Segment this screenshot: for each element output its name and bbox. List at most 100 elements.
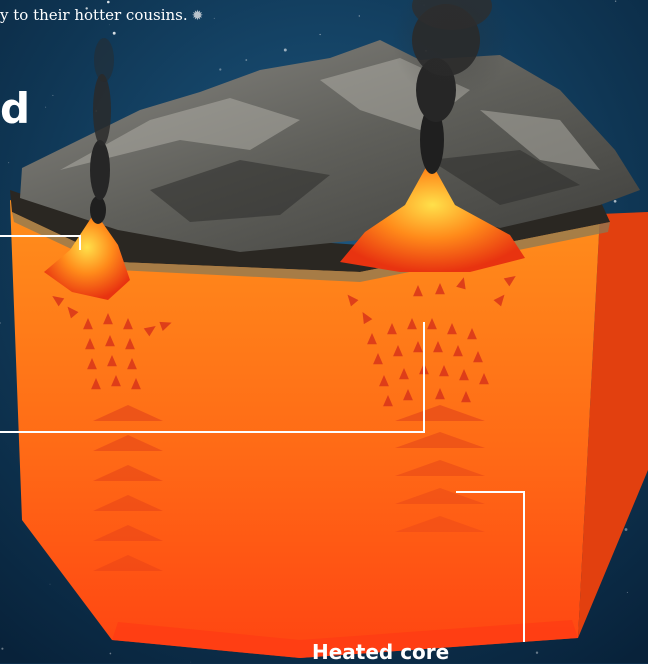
smoke-plume-right xyxy=(392,0,512,174)
convection-chevron xyxy=(395,405,485,421)
star xyxy=(190,661,192,663)
convection-chevron xyxy=(395,432,485,448)
gear-icon: ✹ xyxy=(191,8,204,24)
convection-arrow xyxy=(456,277,466,290)
heated-core-label: Heated core xyxy=(312,640,450,664)
convection-chevron xyxy=(395,488,485,504)
convection-arrow xyxy=(399,368,409,380)
convection-arrow xyxy=(439,365,449,377)
convection-arrow xyxy=(435,388,445,400)
convection-arrow xyxy=(427,318,437,330)
convection-arrow xyxy=(467,328,477,340)
convection-arrow xyxy=(459,369,469,381)
convection-arrow xyxy=(143,325,156,337)
lava-chamber-left xyxy=(44,212,130,300)
convection-arrow xyxy=(453,345,463,357)
star xyxy=(624,528,628,531)
star xyxy=(614,0,617,2)
star xyxy=(106,0,110,4)
convection-arrow xyxy=(413,285,423,297)
star xyxy=(626,591,628,593)
convection-arrow xyxy=(387,323,397,335)
convection-arrow xyxy=(107,355,117,367)
leader-line-convection xyxy=(0,322,425,433)
convection-arrow xyxy=(383,395,393,407)
convection-chevron xyxy=(93,435,163,451)
star xyxy=(8,162,10,164)
star xyxy=(109,652,112,655)
convection-arrow xyxy=(379,375,389,387)
convection-arrow xyxy=(479,373,489,385)
convection-arrow xyxy=(461,391,471,403)
mantle-block xyxy=(10,200,600,658)
convection-arrow xyxy=(123,318,133,330)
star xyxy=(112,31,116,35)
convection-arrow xyxy=(367,333,377,345)
star xyxy=(108,24,110,26)
convection-arrow xyxy=(111,375,121,387)
star xyxy=(245,59,248,61)
article-caption: y to their hotter cousins.✹ xyxy=(0,6,203,24)
convection-chevron xyxy=(93,555,163,571)
smoke-plume-left xyxy=(90,38,114,224)
star xyxy=(52,94,54,96)
convection-arrow xyxy=(493,294,505,307)
convection-arrow xyxy=(362,311,373,325)
leader-line-heated-core xyxy=(456,491,525,642)
star xyxy=(352,655,355,658)
convection-chevron xyxy=(93,465,163,481)
convection-arrow xyxy=(127,358,137,370)
convection-chevron xyxy=(93,405,163,421)
convection-arrow xyxy=(347,294,359,307)
convection-arrow xyxy=(103,313,113,325)
star xyxy=(45,106,47,108)
leader-line-lava xyxy=(0,235,81,250)
convection-arrow xyxy=(433,341,443,353)
convection-arrow xyxy=(503,275,516,287)
star xyxy=(49,583,51,585)
crust-strata-light xyxy=(12,212,610,282)
star xyxy=(283,48,287,52)
star xyxy=(535,651,539,654)
convection-arrow xyxy=(52,295,65,307)
caption-text: y to their hotter cousins. xyxy=(0,6,188,24)
ridge-shadows xyxy=(150,150,580,222)
convection-arrow xyxy=(403,389,413,401)
convection-arrow xyxy=(91,378,101,390)
convection-arrow xyxy=(131,378,141,390)
convection-arrow xyxy=(393,345,403,357)
mantle-base-glow xyxy=(112,620,578,658)
convection-arrow xyxy=(413,341,423,353)
star xyxy=(319,33,321,36)
convection-chevron xyxy=(93,495,163,511)
star xyxy=(213,17,215,19)
convection-arrow xyxy=(473,351,483,363)
heading-fragment: d xyxy=(0,84,31,133)
convection-arrow xyxy=(159,321,172,332)
convection-arrow xyxy=(105,335,115,347)
convection-arrow xyxy=(85,338,95,350)
convection-arrow xyxy=(373,353,383,365)
ridge-highlights xyxy=(60,58,600,170)
star xyxy=(14,101,17,104)
star xyxy=(613,199,617,203)
lava-chamber-right xyxy=(340,160,525,272)
convection-arrow xyxy=(435,283,445,295)
convection-arrow xyxy=(125,338,135,350)
star xyxy=(85,7,88,10)
star xyxy=(358,15,360,17)
convection-arrow xyxy=(67,306,79,319)
convection-chevron xyxy=(93,525,163,541)
convection-chevron xyxy=(395,516,485,532)
convection-chevron xyxy=(395,460,485,476)
star xyxy=(0,322,1,324)
mantle-block-side xyxy=(578,212,648,638)
convection-arrows xyxy=(52,275,516,571)
star xyxy=(1,647,4,650)
convection-arrow xyxy=(83,318,93,330)
star xyxy=(219,68,222,71)
convection-arrow xyxy=(447,323,457,335)
convection-arrow xyxy=(407,318,417,330)
convection-arrow xyxy=(87,358,97,370)
